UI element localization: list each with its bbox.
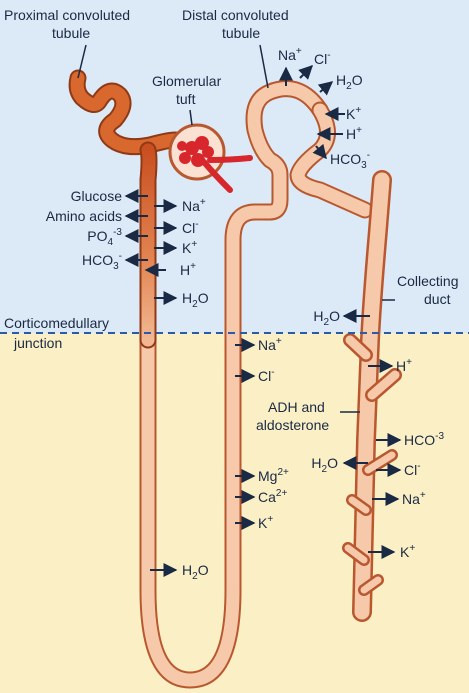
pct-in-ion-label: H+ [180,261,196,278]
dct-ion-label: Na+ [278,46,302,63]
dct-arrow [298,65,313,80]
loop-up-ion-label: Na+ [258,336,282,353]
proximal-label-1: Proximal convoluted [4,7,130,23]
dct-ion-label: HCO3- [330,150,370,171]
loop-up-ion-label: Ca2+ [258,488,287,505]
pct-in-ion-label: Na+ [182,197,206,214]
adh-label-1: ADH and [268,399,325,415]
loop-down-ion-label: H2O [182,562,209,582]
pct-out-ion-label: Amino acids [46,208,122,224]
pct-in-ion-label: H2O [182,290,209,310]
pct-out-ion-label: Glucose [71,188,123,204]
proximal-label-2: tubule [52,25,90,41]
leader-lines [77,44,395,413]
proximal-tubule [68,69,184,349]
distal-label-2: tubule [222,25,260,41]
cd-ion-label: H+ [396,357,412,374]
cd-ion-label: H2O [311,455,338,475]
glomerulus [168,123,253,193]
adh-label-2: aldosterone [256,417,329,433]
loop-up-ion-label: K+ [258,514,273,531]
pct-out-ion-label: HCO3- [82,251,122,272]
cd-ion-label: Na+ [402,490,426,507]
pct-in-ion-label: Cl- [182,219,199,236]
dct-ion-label: H+ [346,125,362,142]
junction-label-1: Corticomedullary [4,315,109,331]
pct-out-ion-label: PO4-3 [87,227,122,248]
loop-up-ion-label: Mg2+ [258,467,289,484]
cd-ion-label: Cl- [404,461,421,478]
loop-up-ion-label: Cl- [258,367,275,384]
dct-ion-label: K+ [346,105,361,122]
dct-arrow [317,81,334,96]
distal-label-1: Distal convoluted [182,7,289,23]
dct-arrow [312,143,327,160]
glomerular-label-1: Glomerular [152,73,222,89]
collecting-label-1: Collecting [397,273,458,289]
junction-label-2: junction [13,335,62,351]
glomerular-label-2: tuft [176,91,196,107]
pct-in-ion-label: K+ [182,239,197,256]
cd-ion-label: K+ [400,543,415,560]
dct-ion-label: H2O [336,72,363,92]
cd-ion-label: H2O [313,308,340,328]
collecting-label-2: duct [424,291,451,307]
cd-ion-label: HCO-3 [404,431,444,448]
dct-ion-label: Cl- [314,50,331,67]
collecting-duct [342,170,402,622]
loop-of-henle [139,80,329,689]
